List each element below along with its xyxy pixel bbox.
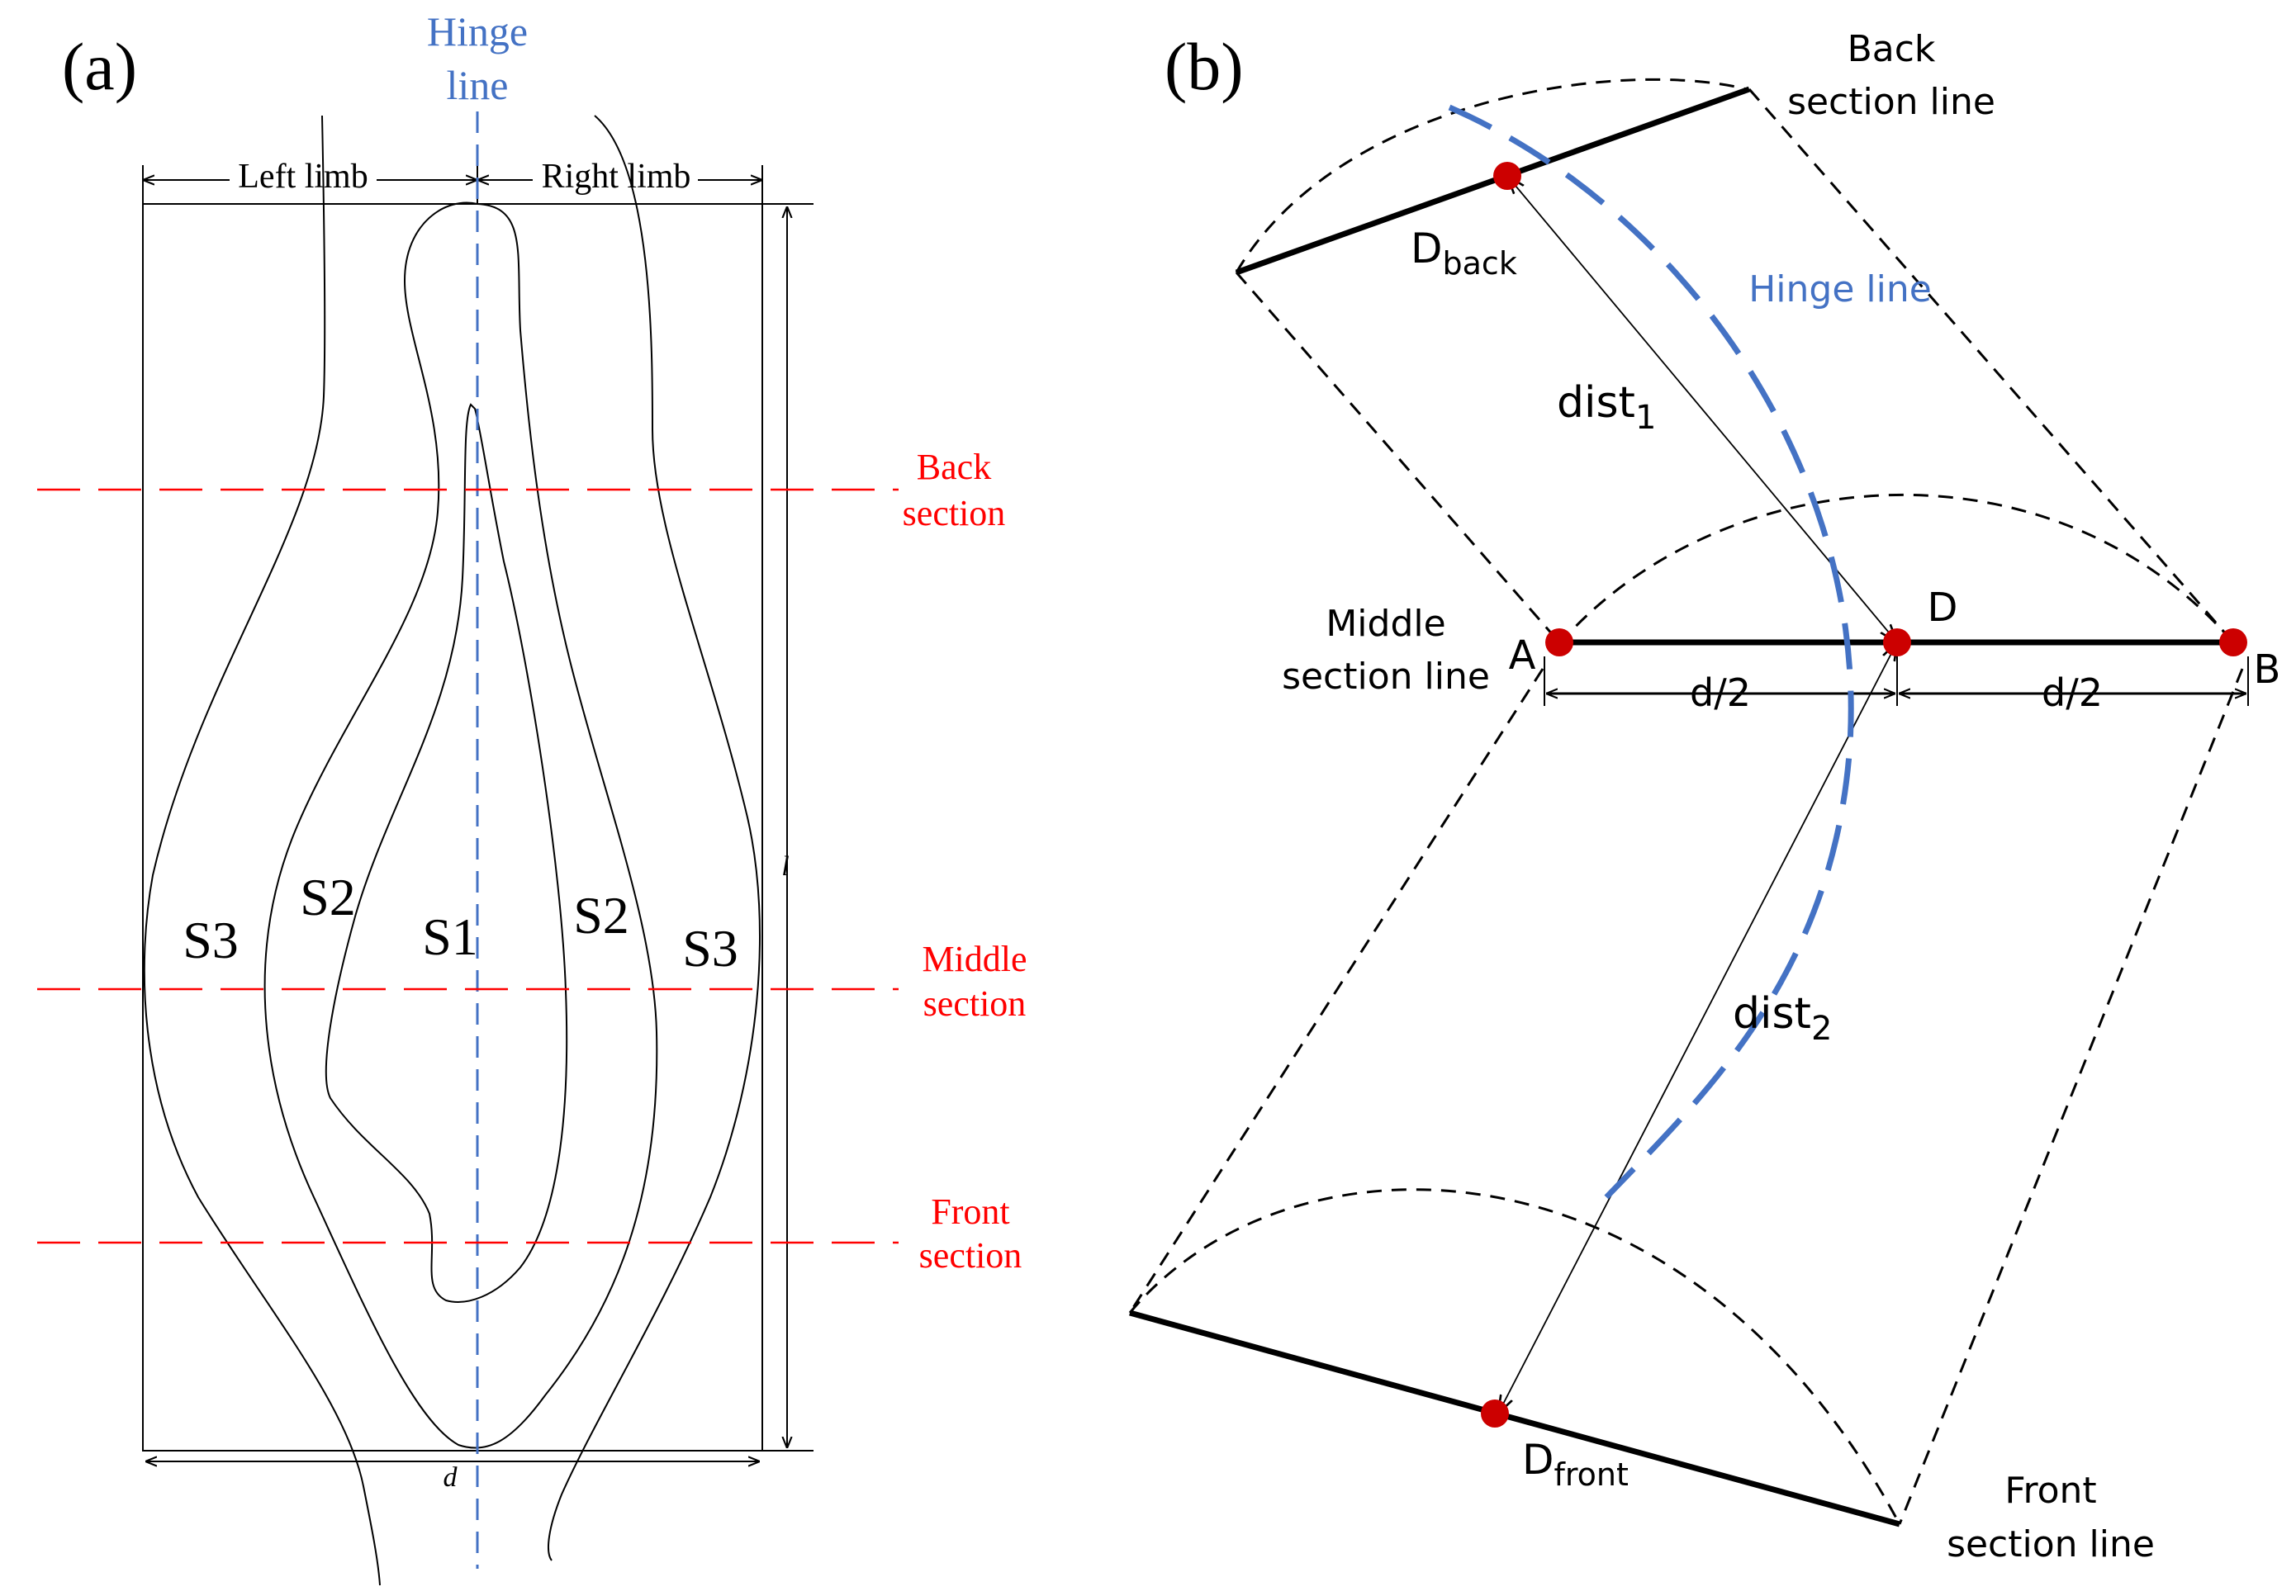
middle-section-label-2: section xyxy=(923,983,1027,1024)
s3-boundary-right xyxy=(548,115,761,1561)
back-section-line xyxy=(1235,86,1751,276)
zone-label-s3-right: S3 xyxy=(682,919,738,978)
left-limb-label: Left limb xyxy=(238,158,368,196)
front-section-arc xyxy=(1128,1188,1901,1525)
hinge-line-label-b: Hinge line xyxy=(1748,268,1932,310)
connector-back-left xyxy=(1235,272,1561,643)
point-b-label: B xyxy=(2254,646,2281,693)
back-section-arc xyxy=(1235,78,1748,273)
zone-label-s3-left: S3 xyxy=(183,911,239,969)
s1-boundary xyxy=(325,403,568,1303)
point-d-front xyxy=(1481,1399,1509,1428)
s2-boundary xyxy=(263,201,658,1449)
point-d-back xyxy=(1493,162,1521,190)
panel-a: (a) Hinge line Left limb Right limb l d xyxy=(37,8,1027,1586)
point-d xyxy=(1883,628,1911,656)
front-section-label-1: Front xyxy=(931,1191,1009,1232)
panel-b-label: (b) xyxy=(1165,29,1244,104)
front-section-line-label-2: section line xyxy=(1947,1523,2155,1565)
zone-label-s1: S1 xyxy=(422,907,478,966)
dist1-label: dist1 xyxy=(1557,378,1656,437)
half-d-label-left: d/2 xyxy=(1690,670,1751,715)
back-section-line-label-2: section line xyxy=(1787,81,1995,123)
zone-label-s2-right: S2 xyxy=(573,886,629,945)
panel-b: (b) d/2 d/2 Back xyxy=(1128,28,2281,1565)
connector-front-left xyxy=(1128,668,1544,1314)
hinge-line-label-a-line1: Hinge xyxy=(427,8,528,54)
front-section-line xyxy=(1129,1309,1900,1527)
front-section-label-2: section xyxy=(919,1235,1022,1276)
connector-front-right xyxy=(1898,668,2244,1525)
hinge-line-b xyxy=(1448,104,1854,1200)
middle-section-line-label-1: Middle xyxy=(1326,603,1445,645)
middle-section-label-1: Middle xyxy=(922,939,1027,979)
back-section-label-2: section xyxy=(903,493,1006,533)
dist2-arrow xyxy=(1498,642,1897,1414)
length-label-l: l xyxy=(781,851,789,882)
width-label-d: d xyxy=(444,1462,458,1493)
front-section-line-label-1: Front xyxy=(2004,1470,2096,1512)
d-back-label: Dback xyxy=(1411,225,1517,282)
half-d-label-right: d/2 xyxy=(2042,670,2103,715)
dist2-label: dist2 xyxy=(1733,989,1832,1048)
zone-label-s2-left: S2 xyxy=(300,868,356,926)
point-d-label: D xyxy=(1928,585,1958,631)
right-limb-label: Right limb xyxy=(542,158,691,196)
fold-bounding-box xyxy=(142,203,763,1452)
connector-back-right xyxy=(1748,88,2235,643)
middle-section-line-label-2: section line xyxy=(1282,656,1490,698)
point-a xyxy=(1545,628,1573,656)
s3-boundary-left xyxy=(143,115,381,1586)
panel-a-label: (a) xyxy=(62,29,137,104)
middle-section-arc xyxy=(1558,493,2235,645)
point-b xyxy=(2219,628,2247,656)
back-section-label-1: Back xyxy=(917,447,991,487)
point-a-label: A xyxy=(1509,632,1536,679)
back-section-line-label-1: Back xyxy=(1848,28,1936,70)
d-front-label: Dfront xyxy=(1522,1436,1629,1493)
hinge-line-label-a-line2: line xyxy=(447,62,509,108)
